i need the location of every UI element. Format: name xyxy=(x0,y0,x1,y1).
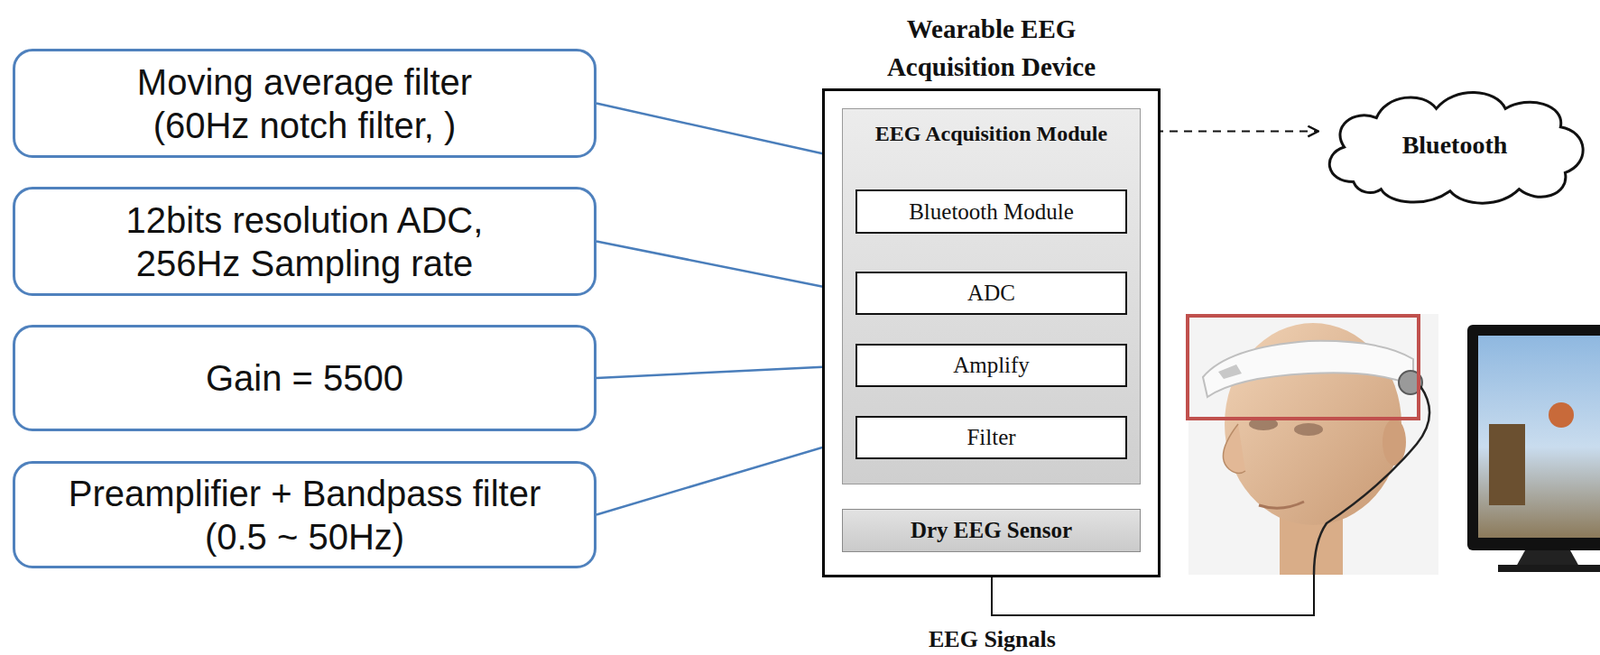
process-box: Bluetooth Module xyxy=(855,189,1128,234)
callout-arrow xyxy=(596,365,856,379)
node-label: 12bits resolution ADC, 256Hz Sampling ra… xyxy=(79,198,531,286)
mannequin-eye xyxy=(1294,423,1323,436)
device-title-text: Wearable EEG Acquisition Device xyxy=(856,9,1128,86)
node-label: Dry EEG Sensor xyxy=(910,517,1073,544)
node-label: Bluetooth xyxy=(1402,130,1508,160)
node-label: Preamplifier + Bandpass filter (0.5 ~ 50… xyxy=(61,471,549,559)
device-housing: Wearable EEG Acquisition DeviceEEG Acqui… xyxy=(822,88,1161,578)
headband xyxy=(1202,341,1414,398)
mannequin-nose xyxy=(1222,424,1246,474)
module-panel: EEG Acquisition ModuleBluetooth ModuleAD… xyxy=(841,108,1141,485)
cloud-shape: Bluetooth xyxy=(1316,81,1593,210)
node-label: Filter xyxy=(966,425,1016,451)
device-title: Wearable EEG Acquisition Device xyxy=(824,9,1158,86)
highlight-frame xyxy=(1187,315,1419,419)
sensor-cable xyxy=(1313,386,1430,575)
monitor-base xyxy=(1498,564,1600,573)
sensor-box: Dry EEG Sensor xyxy=(841,508,1141,553)
headband-logo xyxy=(1218,364,1242,380)
callout-arrow xyxy=(596,437,856,516)
monitor-illustration xyxy=(1467,324,1600,573)
cloud-path xyxy=(1329,92,1583,204)
node-label: Moving average filter (60Hz notch filter… xyxy=(88,60,522,148)
game-character xyxy=(1548,402,1574,428)
node-label: Bluetooth Module xyxy=(908,199,1074,225)
callout-box: 12bits resolution ADC, 256Hz Sampling ra… xyxy=(12,186,597,296)
process-box: ADC xyxy=(855,271,1128,315)
signal-label: EEG Signals xyxy=(928,626,1056,654)
callout-box: Preamplifier + Bandpass filter (0.5 ~ 50… xyxy=(12,461,597,569)
monitor-bezel xyxy=(1467,324,1600,551)
game-bridge xyxy=(1489,424,1526,506)
mannequin-mouth xyxy=(1258,501,1305,509)
callout-arrow xyxy=(596,103,842,159)
callout-box: Moving average filter (60Hz notch filter… xyxy=(12,48,597,158)
node-label: Gain = 5500 xyxy=(205,356,404,400)
process-box: Filter xyxy=(855,416,1128,460)
node-label: ADC xyxy=(967,280,1016,306)
wireless-link xyxy=(1140,130,1319,133)
process-box: Amplify xyxy=(855,343,1128,388)
node-label: Amplify xyxy=(952,352,1030,379)
head-photo xyxy=(1187,314,1439,575)
module-heading: EEG Acquisition Module xyxy=(842,109,1140,147)
photo-ground xyxy=(1188,314,1439,575)
callout-box: Gain = 5500 xyxy=(12,324,597,432)
monitor-screen xyxy=(1478,335,1600,538)
callout-arrow xyxy=(596,241,856,295)
monitor-stand xyxy=(1516,550,1580,567)
